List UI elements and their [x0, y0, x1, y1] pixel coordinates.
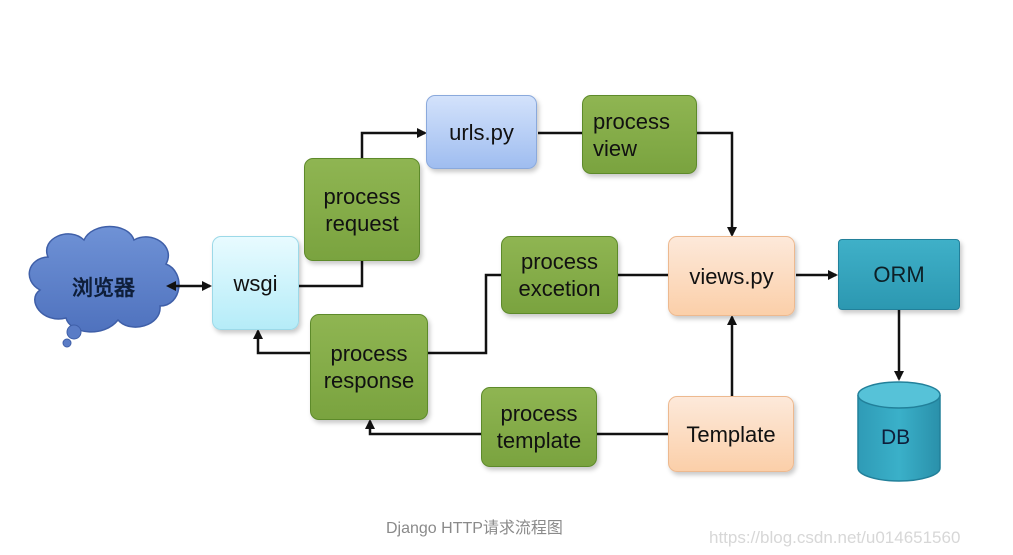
process-request-line-1: process: [323, 183, 401, 209]
process-view-node: process view: [582, 95, 697, 174]
orm-label: ORM: [873, 262, 925, 287]
watermark-text: https://blog.csdn.net/u014651560: [709, 528, 961, 547]
wsgi-node: wsgi: [212, 236, 299, 330]
template-label: Template: [686, 421, 776, 447]
process-response-line-2: response: [323, 368, 415, 393]
process-template-line-2: template: [496, 428, 582, 453]
process-excetion-line-1: process: [520, 249, 599, 274]
wsgi-label: wsgi: [233, 270, 278, 296]
process-request-node: process request: [304, 158, 420, 261]
process-excetion-node: process excetion: [501, 236, 618, 314]
edge-excetion-to-response: [428, 273, 501, 355]
browser-cloud-shape: [28, 225, 180, 348]
urls-node: urls.py: [426, 95, 537, 169]
views-label: views.py: [689, 263, 774, 289]
process-response-line-1: process: [330, 341, 408, 366]
process-template-line-1: process: [500, 401, 578, 426]
process-request-line-2: request: [325, 210, 399, 236]
process-excetion-line-2: excetion: [518, 276, 601, 301]
urls-label: urls.py: [449, 119, 514, 145]
orm-node: ORM: [838, 239, 960, 310]
edge-process-view-to-views: [697, 131, 737, 237]
edge-response-to-wsgi: [253, 329, 310, 355]
process-response-node: process response: [310, 314, 428, 420]
db-cylinder-shape: [857, 381, 941, 482]
browser-label: 浏览器: [72, 277, 135, 300]
process-view-line-1: process: [593, 108, 671, 134]
process-view-line-2: view: [593, 135, 638, 161]
template-node: Template: [668, 396, 794, 472]
views-node: views.py: [668, 236, 795, 316]
diagram-caption: Django HTTP请求流程图: [386, 520, 563, 537]
db-label: DB: [881, 426, 911, 449]
edge-process-template-to-response: [365, 419, 481, 436]
process-template-node: process template: [481, 387, 597, 467]
